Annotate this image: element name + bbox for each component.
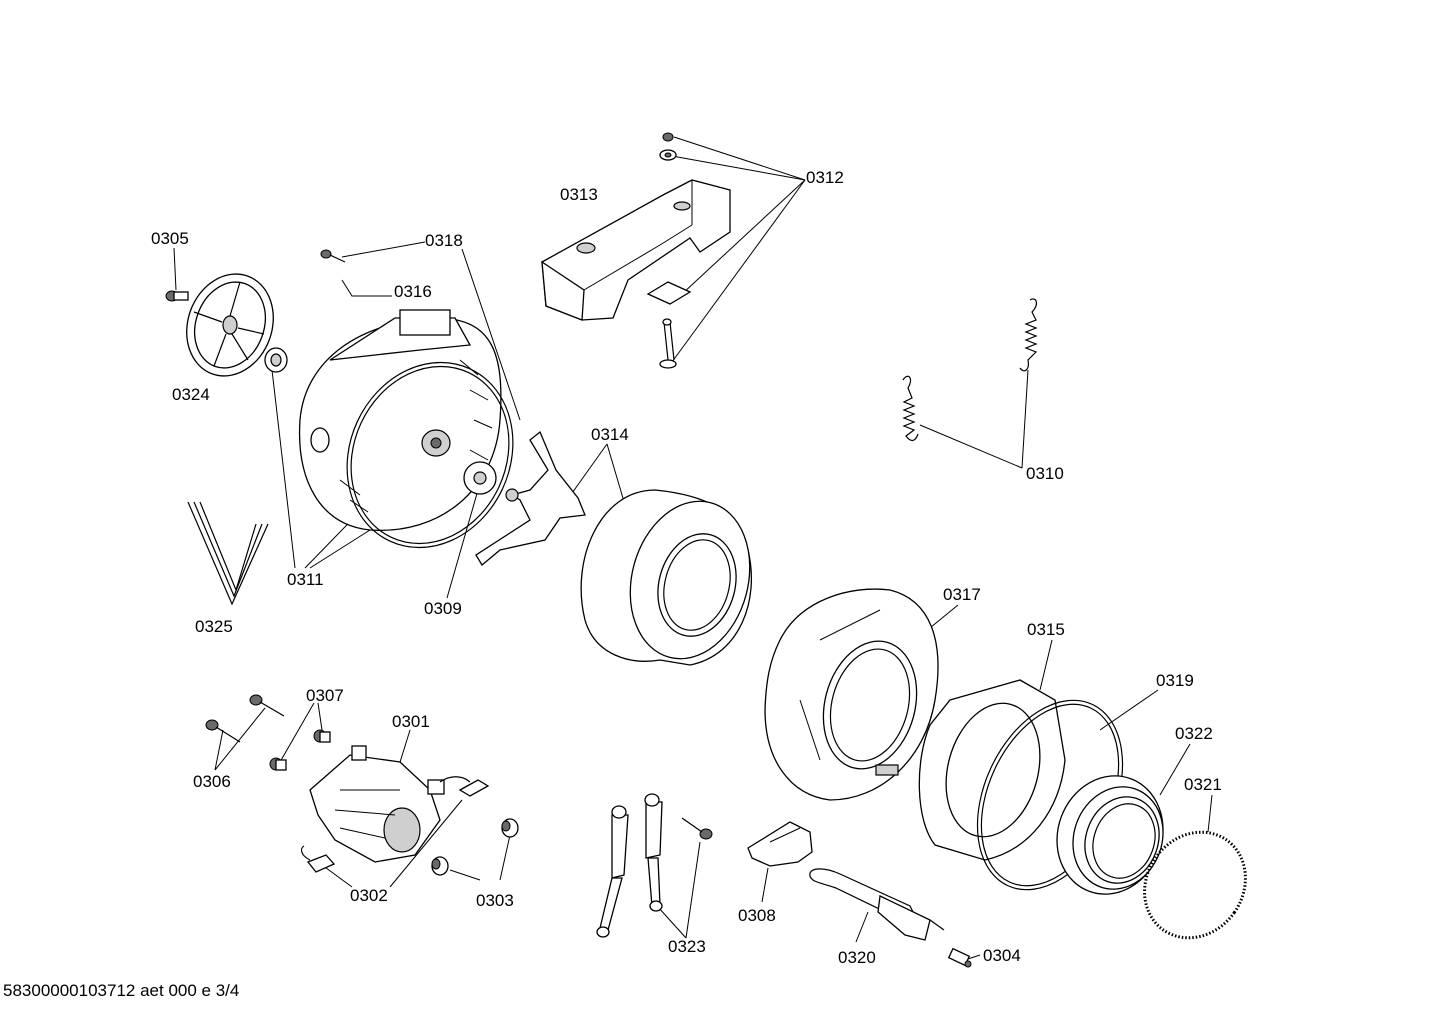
callout-0320: 0320 — [838, 948, 876, 967]
callout-0324: 0324 — [172, 385, 210, 404]
callout-0308: 0308 — [738, 906, 776, 925]
carbon-brush — [300, 776, 490, 873]
drum-hub — [463, 461, 497, 495]
callout-0322: 0322 — [1175, 724, 1213, 743]
document-footer-code: 58300000103712 aet 000 e 3/4 — [3, 981, 240, 1000]
callout-0303: 0303 — [476, 891, 514, 910]
callout-0301: 0301 — [392, 712, 430, 731]
callout-0304: 0304 — [983, 946, 1021, 965]
callout-0325: 0325 — [195, 617, 233, 636]
callout-0309: 0309 — [424, 599, 462, 618]
motor — [309, 745, 445, 863]
heating-element — [809, 868, 945, 941]
shock-absorbers — [596, 793, 713, 938]
suspension-springs — [902, 298, 1038, 442]
drive-belt — [187, 501, 269, 606]
clamp-ring — [1143, 830, 1247, 940]
bearing — [264, 347, 288, 373]
callout-0313: 0313 — [560, 185, 598, 204]
callout-0312: 0312 — [806, 168, 844, 187]
door-seal — [1056, 775, 1164, 895]
callout-0318: 0318 — [425, 231, 463, 250]
callout-0316: 0316 — [394, 282, 432, 301]
callout-0307: 0307 — [306, 686, 344, 705]
rear-tub — [298, 309, 502, 531]
drum-spider — [475, 430, 586, 566]
callout-0317: 0317 — [943, 585, 981, 604]
fastener-set — [646, 132, 692, 369]
motor-screws — [205, 694, 331, 771]
callout-0310: 0310 — [1026, 464, 1064, 483]
callout-0305: 0305 — [151, 229, 189, 248]
callout-0306: 0306 — [193, 772, 231, 791]
callout-0315: 0315 — [1027, 620, 1065, 639]
callout-0321: 0321 — [1184, 775, 1222, 794]
callout-0319: 0319 — [1156, 671, 1194, 690]
pulley-bolt — [165, 290, 189, 302]
front-tub — [764, 588, 939, 801]
drum — [580, 489, 752, 666]
callout-0323: 0323 — [668, 937, 706, 956]
callout-0314: 0314 — [591, 425, 629, 444]
drive-pulley — [186, 273, 274, 377]
counterweight-block — [541, 179, 731, 321]
temperature-sensor — [947, 947, 972, 968]
leader-lines — [173, 136, 1213, 960]
tub-seal-ring — [346, 361, 514, 549]
front-panel-ring — [918, 679, 1066, 861]
callout-0302: 0302 — [350, 886, 388, 905]
callout-0311: 0311 — [287, 570, 324, 589]
bushing — [431, 818, 519, 876]
tub-screw — [320, 249, 346, 263]
heater-bracket — [747, 821, 813, 867]
